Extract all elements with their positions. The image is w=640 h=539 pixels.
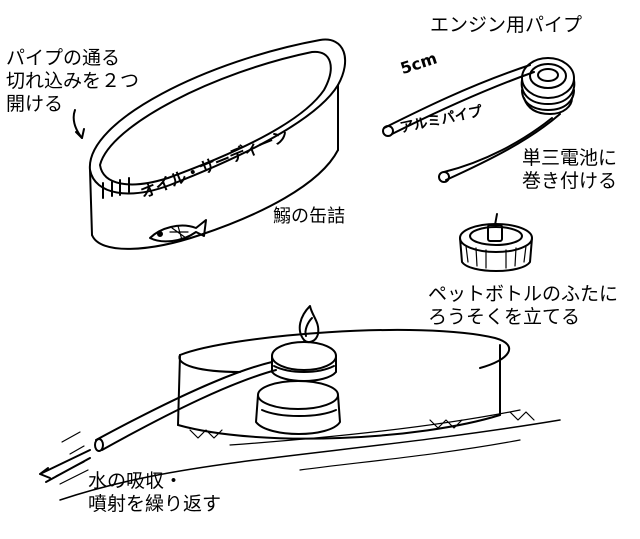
slits-note: パイプの通る 切れ込みを２つ 開ける — [6, 47, 139, 116]
can-name: 鰯の缶詰 — [273, 206, 345, 227]
sardine-can — [88, 38, 347, 250]
water-note-line-1: 水の吸収・ — [88, 470, 184, 492]
candle-note-line-1: ペットボトルのふたに — [428, 283, 619, 305]
slits-note-line-3: 開ける — [6, 93, 64, 115]
flame-icon — [298, 305, 320, 343]
fish-icon — [149, 219, 207, 243]
candle-note: ペットボトルのふたに ろうそくを立てる — [428, 283, 618, 329]
engine-pipe-coil — [382, 57, 576, 183]
battery-note-line-1: 単三電池に — [522, 147, 618, 169]
slits-note-line-2: 切れ込みを２つ — [6, 70, 140, 92]
battery-note: 単三電池に 巻き付ける — [522, 147, 617, 193]
wake-arrow-icon — [39, 449, 91, 483]
battery-note-line-2: 巻き付ける — [522, 170, 618, 192]
pipe-title: エンジン用パイプ — [430, 14, 583, 36]
pop-pop-boat — [39, 305, 561, 501]
water-note: 水の吸収・ 噴射を繰り返す — [88, 470, 221, 516]
slits-note-line-1: パイプの通る — [6, 47, 121, 69]
water-note-line-2: 噴射を繰り返す — [88, 493, 222, 515]
candle-in-cap — [459, 213, 533, 272]
candle-note-line-2: ろうそくを立てる — [428, 306, 581, 328]
